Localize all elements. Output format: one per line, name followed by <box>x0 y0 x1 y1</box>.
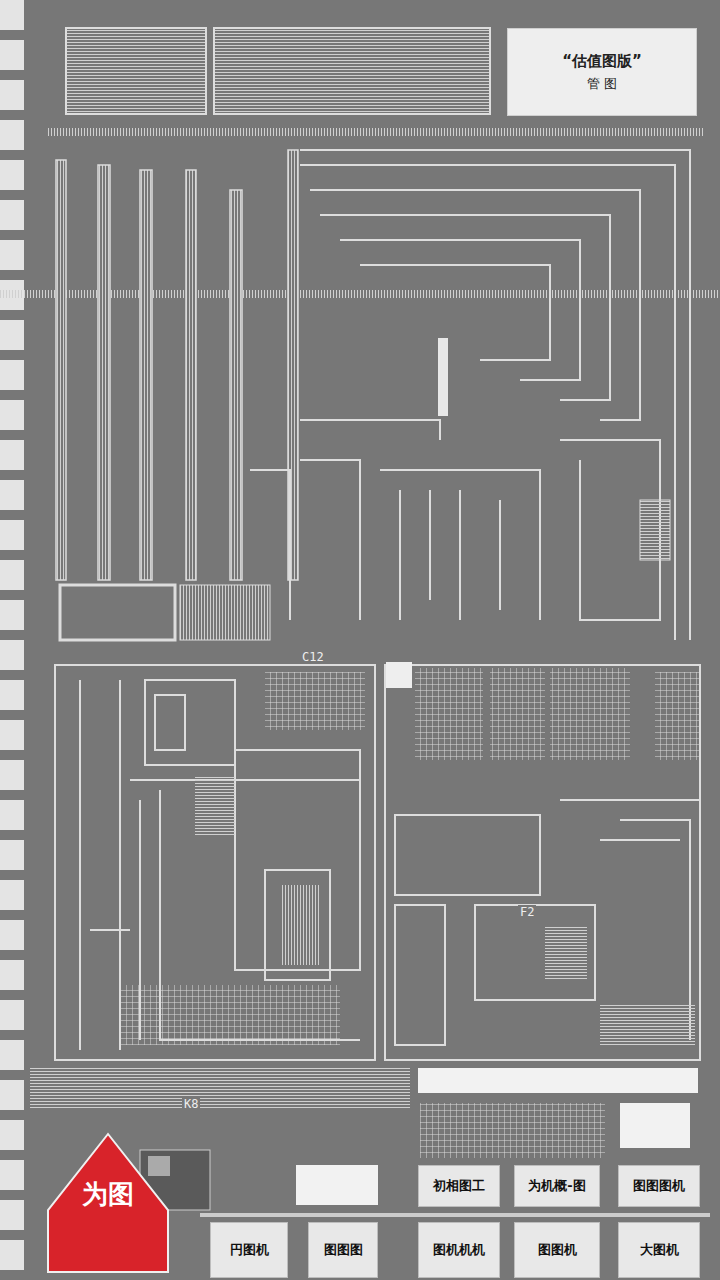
label-box: 图图机 <box>514 1222 600 1278</box>
part-label: F2 <box>518 905 536 919</box>
node-text: 图机机机 <box>433 1241 485 1259</box>
node-text: 图图图 <box>324 1241 363 1259</box>
part-label: C12 <box>300 650 326 664</box>
node-text: 图图机 <box>538 1241 577 1259</box>
node-text: 图图图机 <box>633 1177 685 1195</box>
node-text: 初相图工 <box>433 1177 485 1195</box>
warning-badge: 为图 <box>46 1132 170 1274</box>
node-text: 为图 <box>82 1177 134 1212</box>
label-box: 图机机机 <box>418 1222 500 1278</box>
node-text: 大图机 <box>640 1241 679 1259</box>
node-text: “估值图版” <box>562 52 642 71</box>
label-box: 初相图工 <box>418 1165 500 1207</box>
label-box: 图图图 <box>308 1222 378 1278</box>
node-text: 管 图 <box>587 75 617 93</box>
title-plate: “估值图版” 管 图 <box>507 28 697 116</box>
label-box: 图图图机 <box>618 1165 700 1207</box>
part-label: K8 <box>182 1097 200 1111</box>
label-box: 大图机 <box>618 1222 700 1278</box>
label-box: 为机概-图 <box>514 1165 600 1207</box>
node-text: 円图机 <box>230 1241 269 1259</box>
node-text: 为机概-图 <box>528 1177 585 1195</box>
label-box: 円图机 <box>210 1222 288 1278</box>
